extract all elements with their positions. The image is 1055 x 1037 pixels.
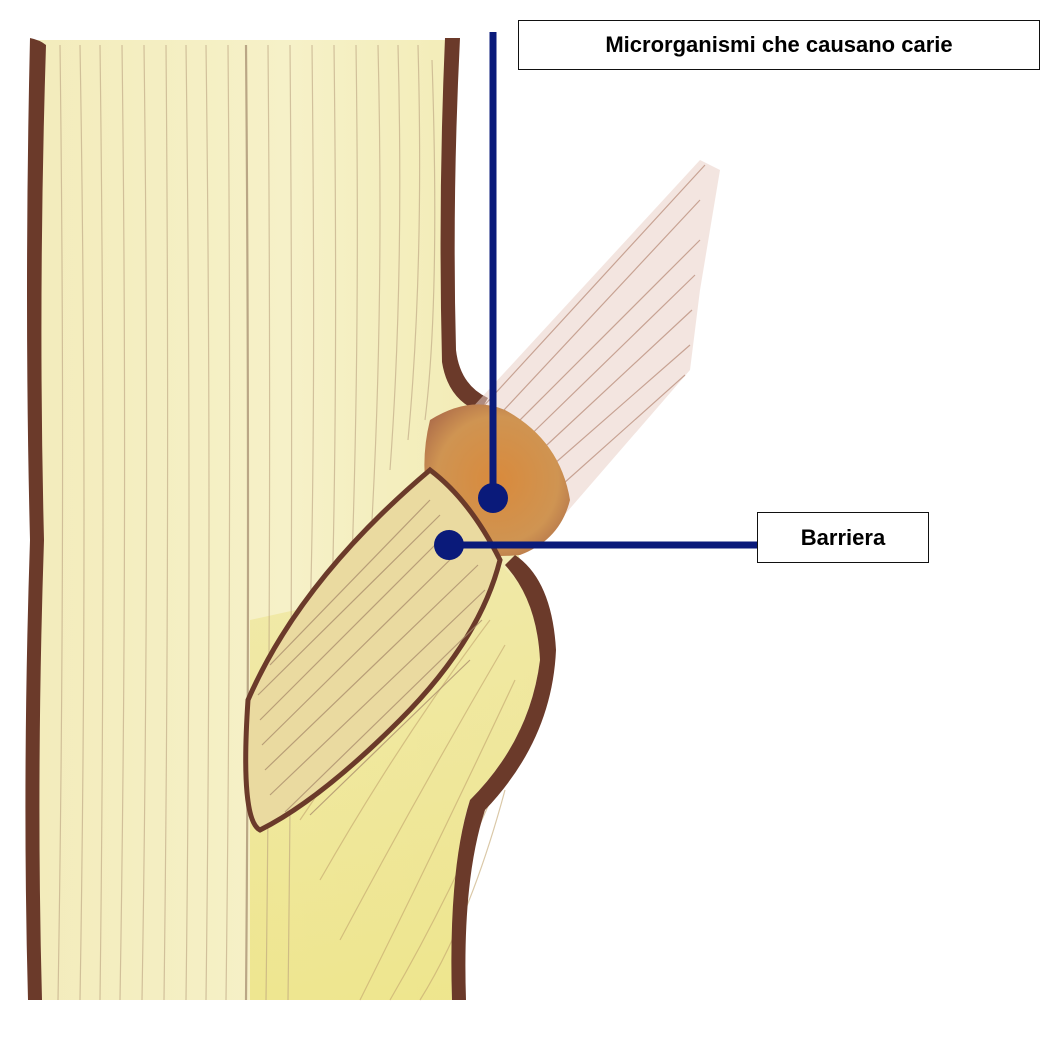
right-bark-upper	[441, 38, 488, 412]
marker-microorganisms	[478, 483, 508, 513]
label-microorganisms: Microrganismi che causano carie	[518, 20, 1040, 70]
marker-barrier	[434, 530, 464, 560]
label-barrier: Barriera	[757, 512, 929, 563]
